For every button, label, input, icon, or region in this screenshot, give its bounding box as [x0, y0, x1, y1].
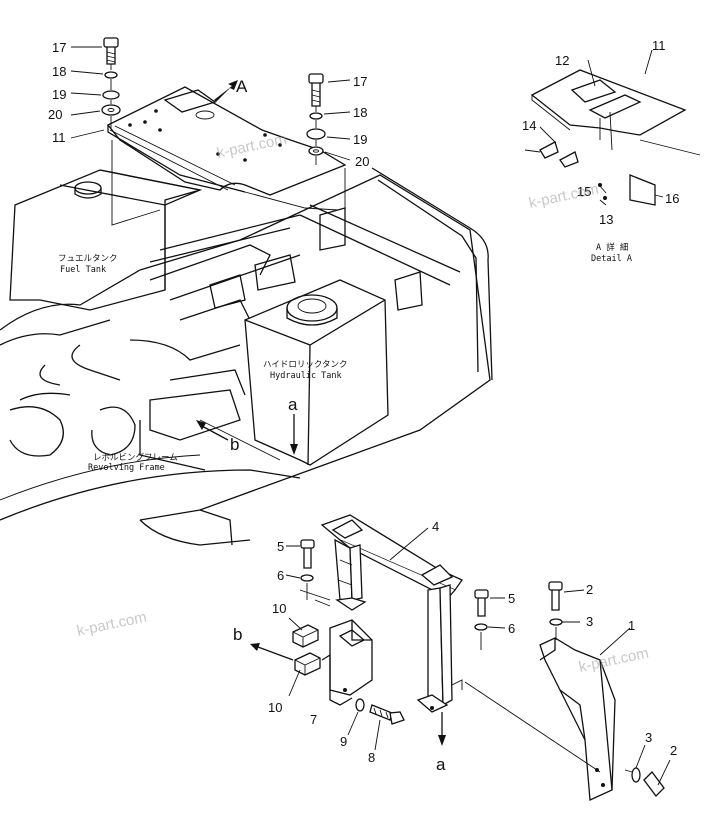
- fuel-tank-drawing: フュエルタンク Fuel Tank: [9, 169, 203, 311]
- bracket-assembly-part-4: [299, 514, 463, 713]
- callout-19-left: 19: [52, 87, 66, 102]
- detail-a-caption-en: Detail A: [591, 254, 632, 264]
- bolt-part-8: [369, 704, 405, 751]
- callout-5-left: 5: [277, 539, 284, 554]
- revolving-frame-drawing: [0, 167, 493, 546]
- view-marker-a-main: a: [288, 395, 298, 455]
- cover-plate-part-11: [106, 86, 347, 230]
- view-label-b-lower: b: [233, 625, 242, 644]
- view-label-a-lower: a: [288, 395, 298, 414]
- view-label-a-bottom: a: [436, 755, 446, 774]
- watermark-left: k-part.com: [75, 609, 148, 640]
- callout-14: 14: [522, 118, 536, 133]
- callout-5-right: 5: [508, 591, 515, 606]
- callout-18-left: 18: [52, 64, 66, 79]
- callout-labels: 17 18 19 20 11 17 18 19 20 12 11 14 15 1…: [48, 38, 679, 765]
- callout-9: 9: [340, 734, 347, 749]
- callout-16: 16: [665, 191, 679, 206]
- callout-13: 13: [599, 212, 613, 227]
- fastener-5-6-left: [285, 539, 315, 600]
- callout-6-left: 6: [277, 568, 284, 583]
- block-part-10-lower: [294, 652, 321, 676]
- revolving-frame-caption-en: Revolving Frame: [88, 463, 165, 473]
- hydraulic-tank-drawing: ハイドロリックタンク Hydraulic Tank: [244, 279, 389, 466]
- fastener-2-3-upper: [548, 581, 585, 640]
- revolving-frame-caption-jp: レボルビングフレーム: [93, 452, 178, 463]
- view-marker-a-lower: a: [436, 712, 446, 774]
- callout-18-right: 18: [353, 105, 367, 120]
- callout-3-upper: 3: [586, 614, 593, 629]
- view-label-b-upper: b: [230, 435, 239, 454]
- view-arrow-a: A: [214, 77, 248, 102]
- callout-3-lower: 3: [645, 730, 652, 745]
- callout-2-lower: 2: [670, 743, 677, 758]
- callout-15: 15: [577, 184, 591, 199]
- view-marker-b-main: b: [196, 420, 239, 454]
- callout-17-left: 17: [52, 40, 66, 55]
- callout-6-right: 6: [508, 621, 515, 636]
- callout-11-left: 11: [52, 130, 66, 145]
- callout-1: 1: [628, 618, 635, 633]
- detail-a-caption-jp: A 詳 細: [596, 242, 628, 253]
- view-marker-b-lower: b: [233, 625, 294, 661]
- callout-7: 7: [310, 712, 317, 727]
- bracket-part-1: [464, 627, 631, 801]
- watermark-detail: k-part.com: [527, 181, 600, 212]
- watermark-right: k-part.com: [577, 645, 650, 676]
- fastener-5-6-right: [474, 589, 506, 650]
- fuel-tank-caption-jp: フュエルタンク: [58, 254, 118, 264]
- callout-17-right: 17: [353, 74, 367, 89]
- callout-leaders-10: [288, 617, 303, 697]
- callout-8: 8: [368, 750, 375, 765]
- detail-a-drawing: A 詳 細 Detail A: [524, 49, 701, 264]
- callout-10-upper: 10: [272, 601, 286, 616]
- washer-part-9: [347, 698, 365, 736]
- right-fastener-stack: [306, 73, 351, 165]
- callout-20-right: 20: [355, 154, 369, 169]
- bracket-part-7: [321, 619, 373, 706]
- fastener-2-3-lower: [624, 744, 671, 797]
- callout-4: 4: [432, 519, 439, 534]
- hydraulic-tank-caption-en: Hydraulic Tank: [270, 371, 342, 381]
- callout-12: 12: [555, 53, 569, 68]
- view-label-a-upper: A: [236, 77, 248, 96]
- callout-19-right: 19: [353, 132, 367, 147]
- callout-11-detail: 11: [652, 38, 666, 53]
- callout-20-left: 20: [48, 107, 62, 122]
- fuel-tank-caption-en: Fuel Tank: [60, 265, 106, 275]
- hydraulic-tank-caption-jp: ハイドロリックタンク: [263, 360, 348, 370]
- callout-2-upper: 2: [586, 582, 593, 597]
- callout-10-lower: 10: [268, 700, 282, 715]
- left-fastener-stack: [70, 37, 121, 139]
- block-part-10-upper: [292, 624, 319, 648]
